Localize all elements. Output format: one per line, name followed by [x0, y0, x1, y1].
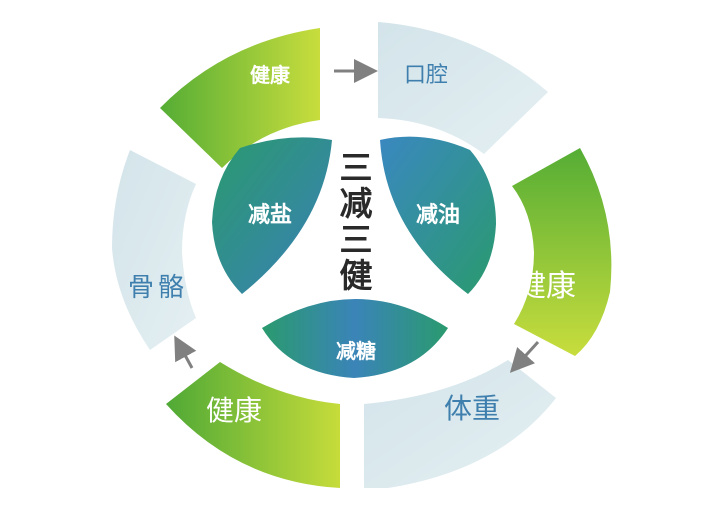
label-bottom-right: 体重 — [444, 392, 500, 425]
inner-label-right: 减油 — [416, 202, 460, 228]
arrow-bottom-right — [509, 340, 540, 373]
center-title-char-4: 健 — [339, 256, 373, 295]
label-bottom-left: 健康 — [206, 394, 262, 427]
label-left: 骨骼 — [128, 273, 188, 303]
center-title-char-1: 三 — [339, 148, 373, 187]
inner-label-left: 减盐 — [248, 202, 292, 228]
center-title-char-2: 减 — [339, 184, 373, 223]
label-top-left: 健康 — [250, 63, 291, 87]
label-right: 健康 — [516, 269, 576, 304]
label-top-right: 口腔 — [404, 63, 448, 88]
inner-label-bottom: 减糖 — [336, 339, 376, 363]
outer-segment-bottom-left — [166, 362, 340, 488]
center-title: 三 减 三 健 — [336, 150, 376, 294]
outer-segment-right — [512, 148, 612, 356]
center-title-char-3: 三 — [339, 220, 373, 259]
arrow-left — [174, 335, 197, 369]
inner-segment-left — [212, 137, 332, 294]
outer-segment-bottom-right — [364, 360, 556, 488]
outer-segment-top-right — [378, 22, 548, 154]
outer-segment-left — [112, 150, 196, 350]
outer-segment-top-left — [160, 28, 320, 168]
inner-segment-right — [380, 136, 496, 294]
inner-segment-bottom — [262, 299, 448, 378]
